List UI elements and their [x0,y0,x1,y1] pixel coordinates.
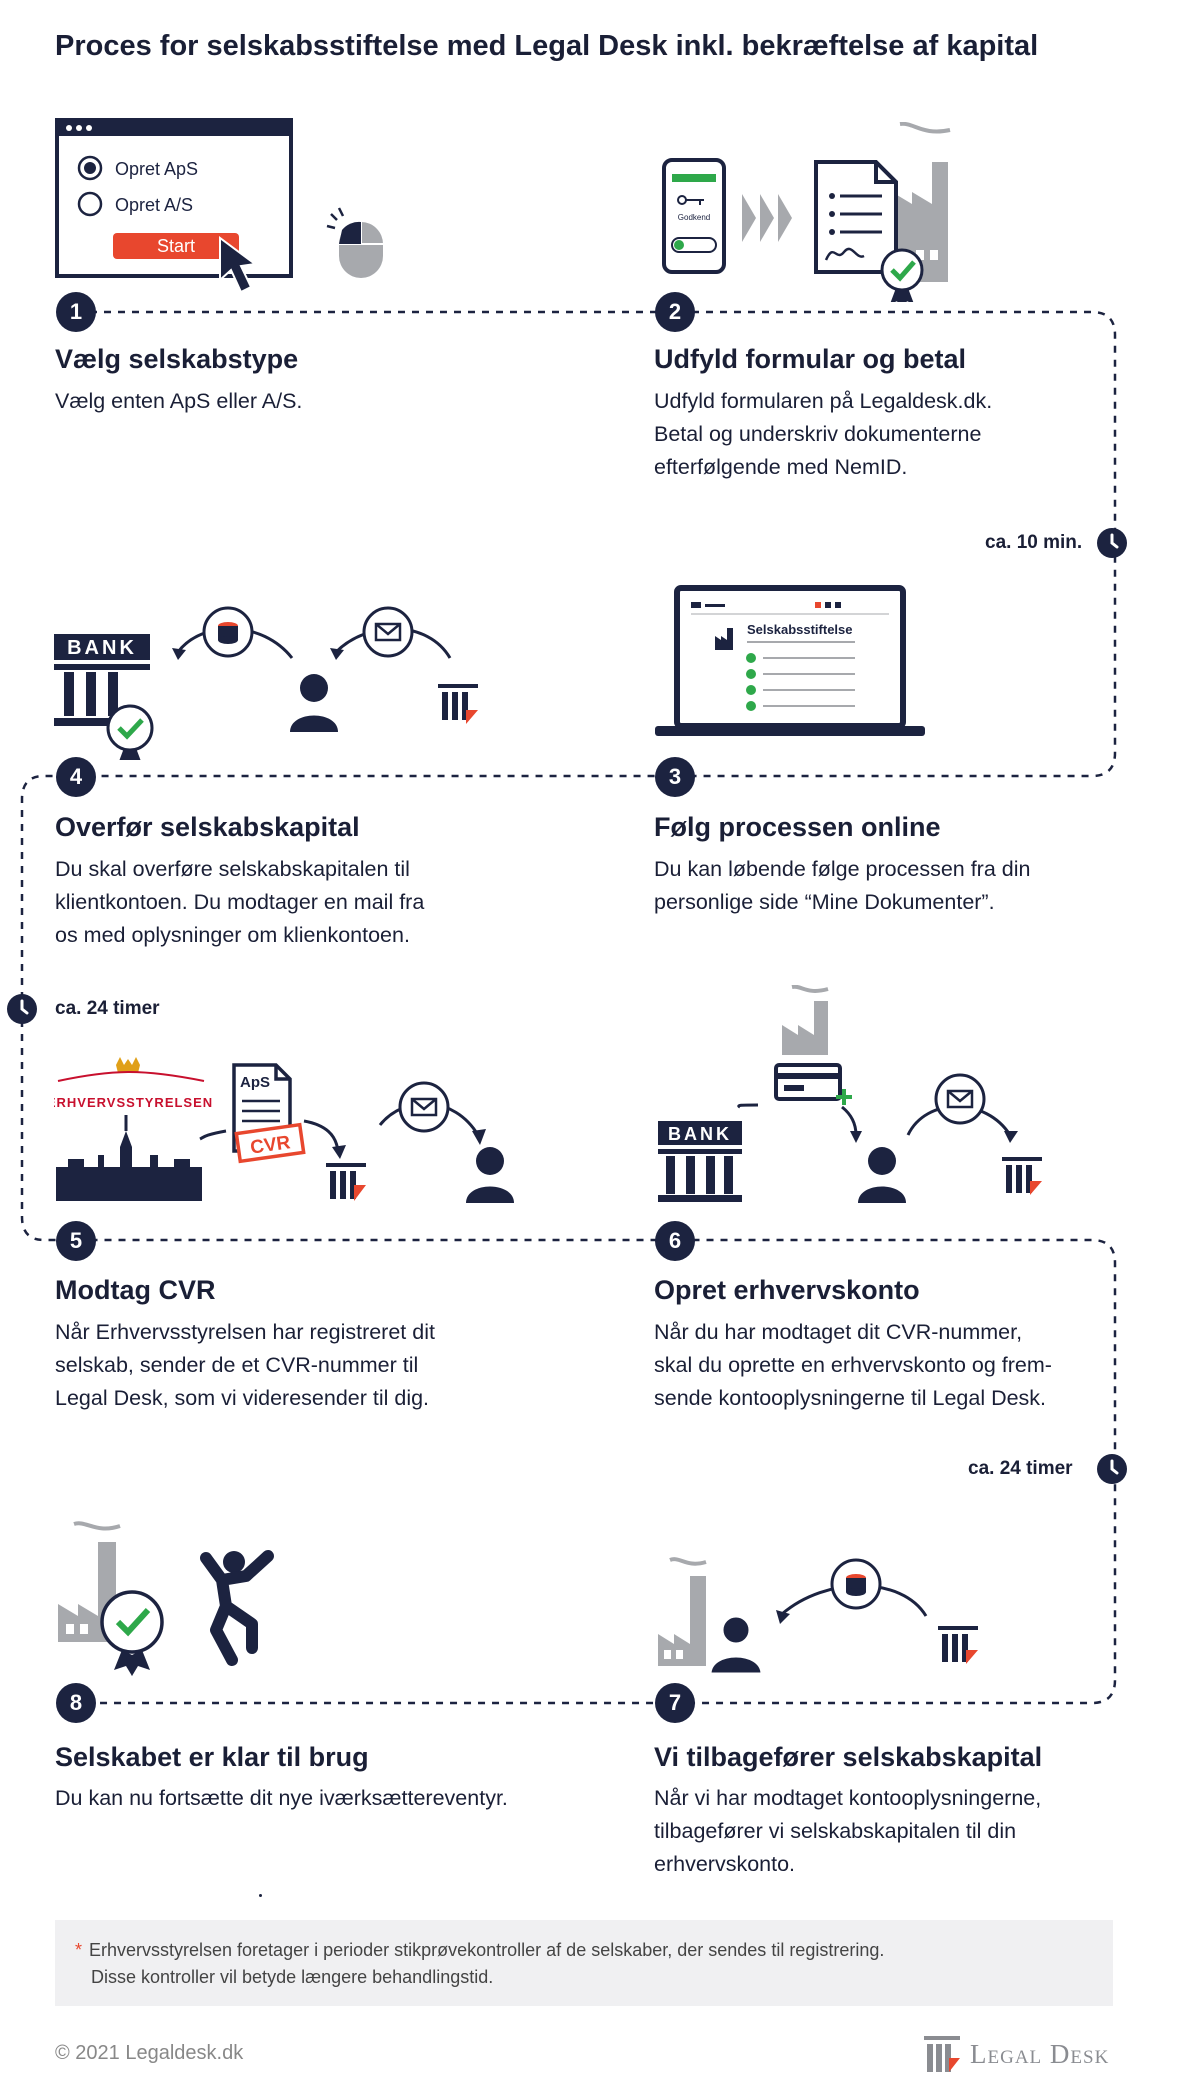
step-number: 1 [56,292,96,332]
clock-icon [7,994,37,1024]
page-title: Proces for selskabsstiftelse med Legal D… [55,30,1039,62]
step-description: Du skal overføre selskabskapitalen til k… [55,857,425,947]
footnote-box: * Erhvervsstyrelsen foretager i perioder… [55,1920,1113,2006]
option-as-label: Opret A/S [115,195,193,215]
legal-desk-logo-icon [924,2036,960,2072]
step-title: Selskabet er klar til brug [55,1742,369,1772]
transfer-capital-icon: BANK [54,606,478,760]
step-number: 2 [655,292,695,332]
bank-label: BANK [67,637,137,659]
step-description: Udfyld formularen på Legaldesk.dk. Betal… [654,389,993,479]
aps-label: ApS [240,1074,270,1091]
step-title: Vælg selskabstype [55,344,299,374]
step-description: Du kan løbende følge processen fra din p… [654,857,1031,914]
approve-label: Godkend [678,213,710,222]
bank-label: BANK [668,1124,732,1144]
step-title: Modtag CVR [55,1275,216,1305]
timer-label: ca. 24 timer [55,998,160,1019]
company-ready-icon [58,1521,274,1676]
step-title: Opret erhvervskonto [654,1275,920,1305]
erhvervsstyrelsen-label: Erhvervsstyrelsen [54,1095,213,1110]
step-title: Følg processen online [654,812,941,842]
timer-label: ca. 10 min. [985,532,1083,553]
capital-return-icon [658,1557,978,1676]
footnote-line: Disse kontroller vil betyde længere beha… [91,1967,494,1987]
step-description: Når vi har modtaget kontooplysningerne, … [654,1786,1042,1876]
step-description: Vælg enten ApS eller A/S. [55,389,303,413]
form-window-icon: Opret ApS Opret A/S Start [55,118,383,294]
laptop-icon: Selskabsstiftelse [655,585,925,736]
step-description: Når du har modtaget dit CVR-nummer, skal… [654,1320,1052,1410]
option-aps-label: Opret ApS [115,159,198,179]
step-title: Overfør selskabskapital [55,812,360,842]
footnote-marker: * [75,1940,83,1960]
separator-dot [259,1894,262,1897]
step-number: 4 [56,757,96,797]
step-number: 6 [655,1221,695,1261]
step-number: 7 [655,1683,695,1723]
step-title: Udfyld formular og betal [654,344,967,374]
step-number: 3 [655,757,695,797]
step-number: 5 [56,1221,96,1261]
clock-icon [1097,1454,1127,1484]
business-account-icon: BANK [658,985,1042,1203]
step-description: Når Erhvervsstyrelsen har registreret di… [55,1320,435,1410]
form-payment-icon: Godkend [662,122,951,302]
legal-desk-logo: Legal Desk [922,2034,1109,2074]
footnote-line: Erhvervsstyrelsen foretager i perioder s… [89,1940,885,1960]
step-number: 8 [56,1683,96,1723]
step-description: Du kan nu fortsætte dit nye iværksættere… [55,1786,508,1810]
receive-cvr-icon: Erhvervsstyrelsen ApS CVR [54,1057,514,1203]
start-button-label: Start [157,236,195,256]
logo-text: Legal Desk [970,2038,1110,2069]
step-title: Vi tilbagefører selskabskapital [654,1742,1043,1772]
copyright: © 2021 Legaldesk.dk [55,2042,244,2064]
laptop-heading: Selskabsstiftelse [747,622,853,637]
timer-label: ca. 24 timer [968,1458,1073,1479]
clock-icon [1097,528,1127,558]
